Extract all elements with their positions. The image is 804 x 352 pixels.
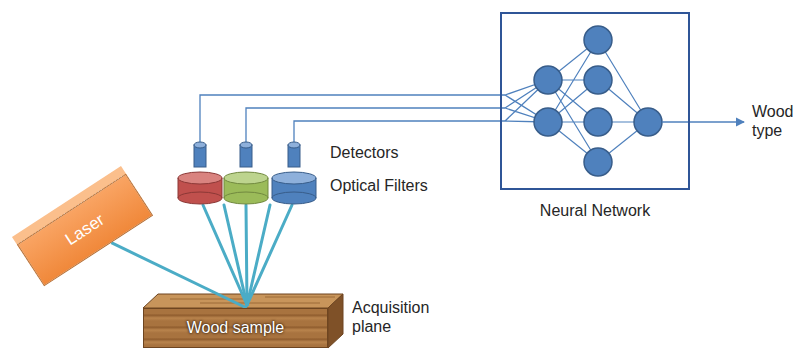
network-box: Neural Network [500, 12, 690, 190]
network-connection [548, 40, 648, 162]
plane-label: Acquisition plane [352, 298, 452, 336]
optical-filter [272, 172, 316, 204]
sample-block: Wood sample [143, 308, 328, 348]
laser-beam [111, 243, 246, 308]
part-label: Detectors [330, 143, 398, 162]
optical-filter [178, 172, 222, 204]
wood-side-face [328, 294, 343, 348]
output-label: Wood type [752, 102, 800, 140]
optical-filter [224, 172, 268, 204]
box-heading: Neural Network [540, 202, 650, 220]
signal-wire [200, 80, 548, 142]
connector-layer [111, 243, 246, 308]
laser-box: Laser [17, 174, 153, 287]
box-text: Laser [62, 210, 109, 250]
part-label: Optical Filters [330, 176, 428, 195]
neuron [534, 26, 662, 176]
detector [194, 142, 300, 167]
output-arrow [662, 121, 744, 122]
box-text: Wood sample [187, 319, 285, 337]
wood-grain [170, 297, 335, 303]
scattered-light [203, 205, 292, 305]
